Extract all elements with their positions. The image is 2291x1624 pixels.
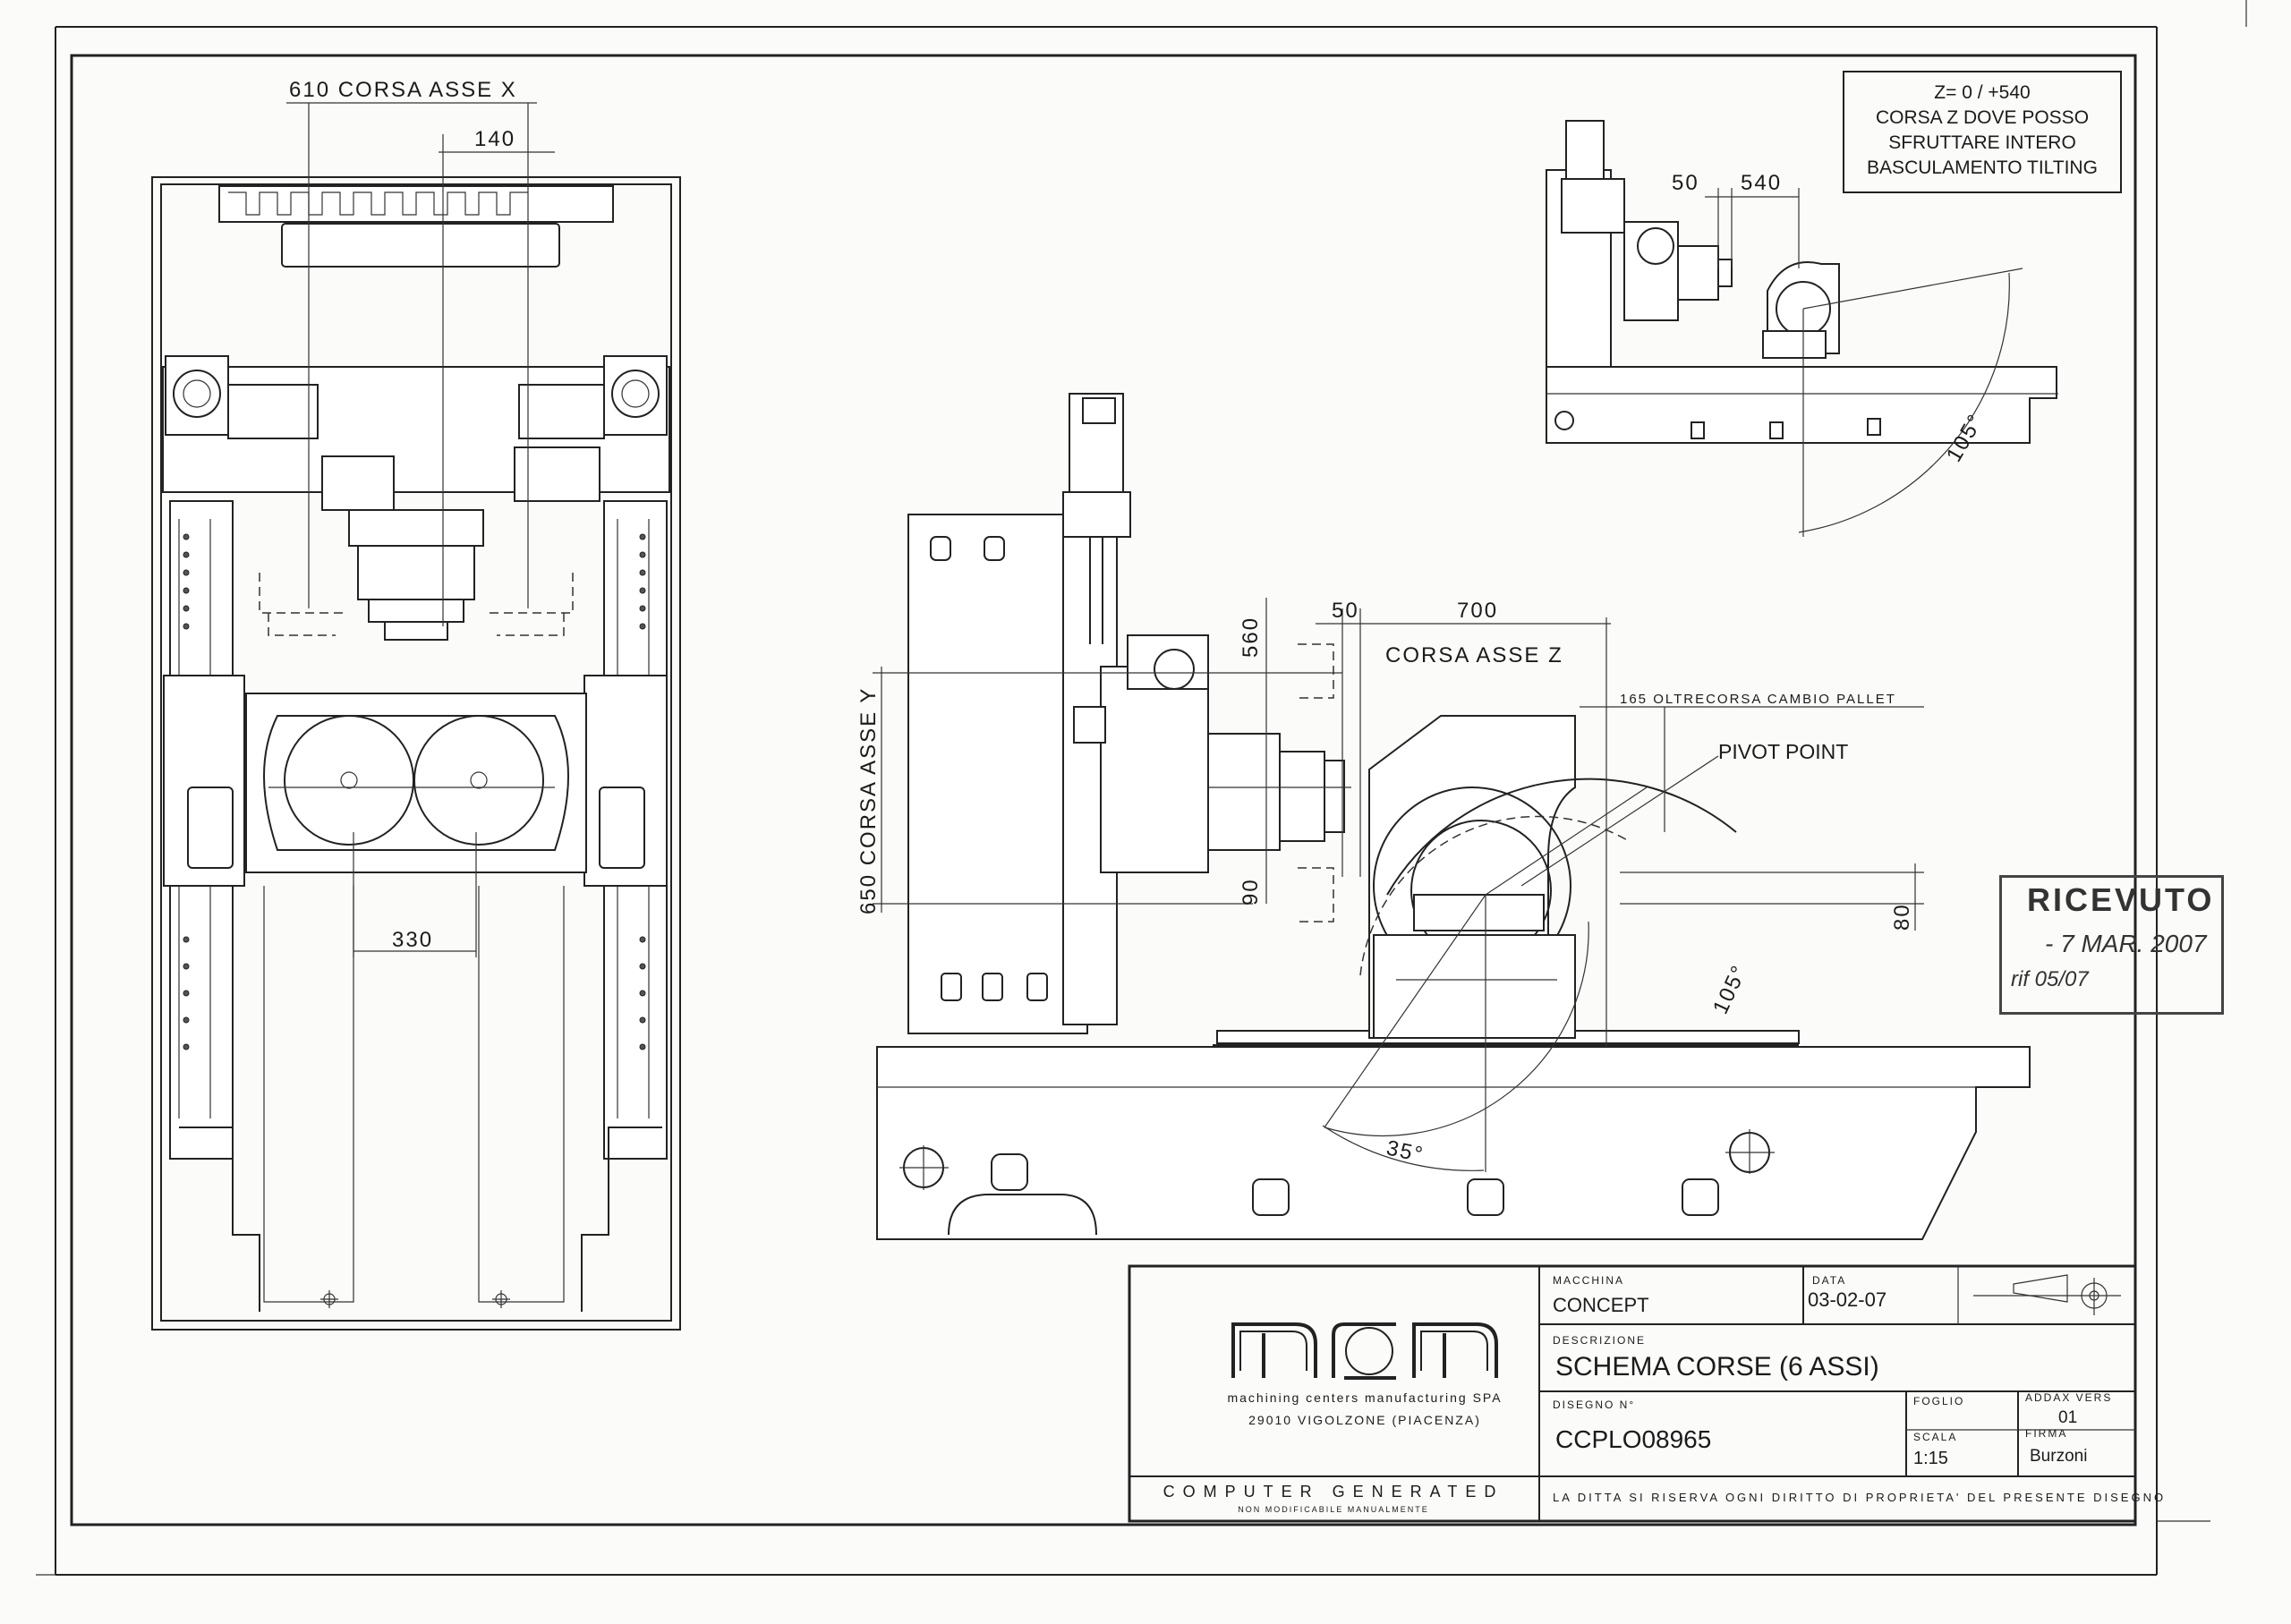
sheet-frame: [36, 0, 2247, 1576]
dim-330: 330: [392, 928, 433, 952]
dim-140: 140: [474, 127, 515, 151]
non-modificabile: NON MODIFICABILE MANUALMENTE: [1238, 1505, 1429, 1514]
disegno-label: DISEGNO N°: [1553, 1399, 1635, 1411]
data-label: DATA: [1812, 1274, 1846, 1287]
stamp-date: - 7 MAR. 2007: [2045, 930, 2207, 957]
dim-80: 80: [1890, 903, 1914, 931]
macchina-label: MACCHINA: [1553, 1274, 1624, 1287]
dim-side-50: 50: [1332, 599, 1359, 623]
dim-560: 560: [1239, 616, 1263, 658]
data-value: 03-02-07: [1808, 1288, 1886, 1311]
note-line2: CORSA Z DOVE POSSO: [1876, 107, 2089, 128]
company-address: 29010 VIGOLZONE (PIACENZA): [1248, 1413, 1481, 1427]
computer-generated: COMPUTER GENERATED: [1163, 1483, 1504, 1501]
note-line1: Z= 0 / +540: [1934, 82, 2030, 103]
dim-700: 700: [1457, 599, 1498, 623]
dim-y-travel: 650 CORSA ASSE Y: [856, 687, 881, 914]
crosshair-marks: [320, 1290, 510, 1308]
detail-view: 50 540 105°: [1546, 120, 2058, 537]
received-stamp: RICEVUTO - 7 MAR. 2007 rif 05/07: [1999, 875, 2224, 1015]
foglio-label: FOGLIO: [1913, 1395, 1964, 1407]
stamp-title: RICEVUTO: [2027, 881, 2215, 918]
addax-value: 01: [2058, 1408, 2077, 1427]
scala-value: 1:15: [1913, 1449, 1948, 1468]
firma-value: Burzoni: [2030, 1447, 2087, 1466]
stamp-signature: rif 05/07: [2011, 967, 2089, 991]
company-name: machining centers manufacturing SPA: [1227, 1390, 1502, 1405]
dim-detail-50: 50: [1672, 171, 1699, 195]
overtravel-label: 165 OLTRECORSA CAMBIO PALLET: [1620, 692, 1896, 707]
dim-x-travel: 610 CORSA ASSE X: [289, 78, 517, 102]
top-view: 610 CORSA ASSE X 140 330: [151, 78, 681, 1331]
addax-label: ADDAX VERS: [2025, 1391, 2112, 1404]
side-view: 650 CORSA ASSE Y 50 700 CORSA ASSE Z 560…: [856, 393, 2031, 1240]
descrizione-label: DESCRIZIONE: [1553, 1334, 1646, 1347]
rail-bolts: [183, 533, 646, 1050]
angle-105-side: 105°: [1708, 961, 1752, 1018]
note-box: Z= 0 / +540 CORSA Z DOVE POSSO SFRUTTARE…: [1843, 71, 2122, 193]
scala-label: SCALA: [1913, 1431, 1957, 1443]
dim-90: 90: [1239, 878, 1263, 906]
mcm-logo-icon: [1231, 1322, 1498, 1380]
macchina-value: CONCEPT: [1553, 1294, 1649, 1316]
note-line3: SFRUTTARE INTERO: [1888, 132, 2076, 153]
descrizione-value: SCHEMA CORSE (6 ASSI): [1555, 1352, 1879, 1382]
firma-label: FIRMA: [2025, 1427, 2067, 1440]
title-block: machining centers manufacturing SPA 2901…: [1128, 1264, 2166, 1523]
rights-notice: LA DITTA SI RISERVA OGNI DIRITTO DI PROP…: [1553, 1491, 2166, 1504]
pivot-point-label: PIVOT POINT: [1718, 740, 1848, 763]
dim-detail-540: 540: [1741, 171, 1782, 195]
disegno-value: CCPLO08965: [1555, 1425, 1711, 1453]
conveyor-teeth: [228, 191, 528, 216]
note-line4: BASCULAMENTO TILTING: [1867, 157, 2098, 178]
z-axis-label: CORSA ASSE Z: [1385, 643, 1563, 667]
